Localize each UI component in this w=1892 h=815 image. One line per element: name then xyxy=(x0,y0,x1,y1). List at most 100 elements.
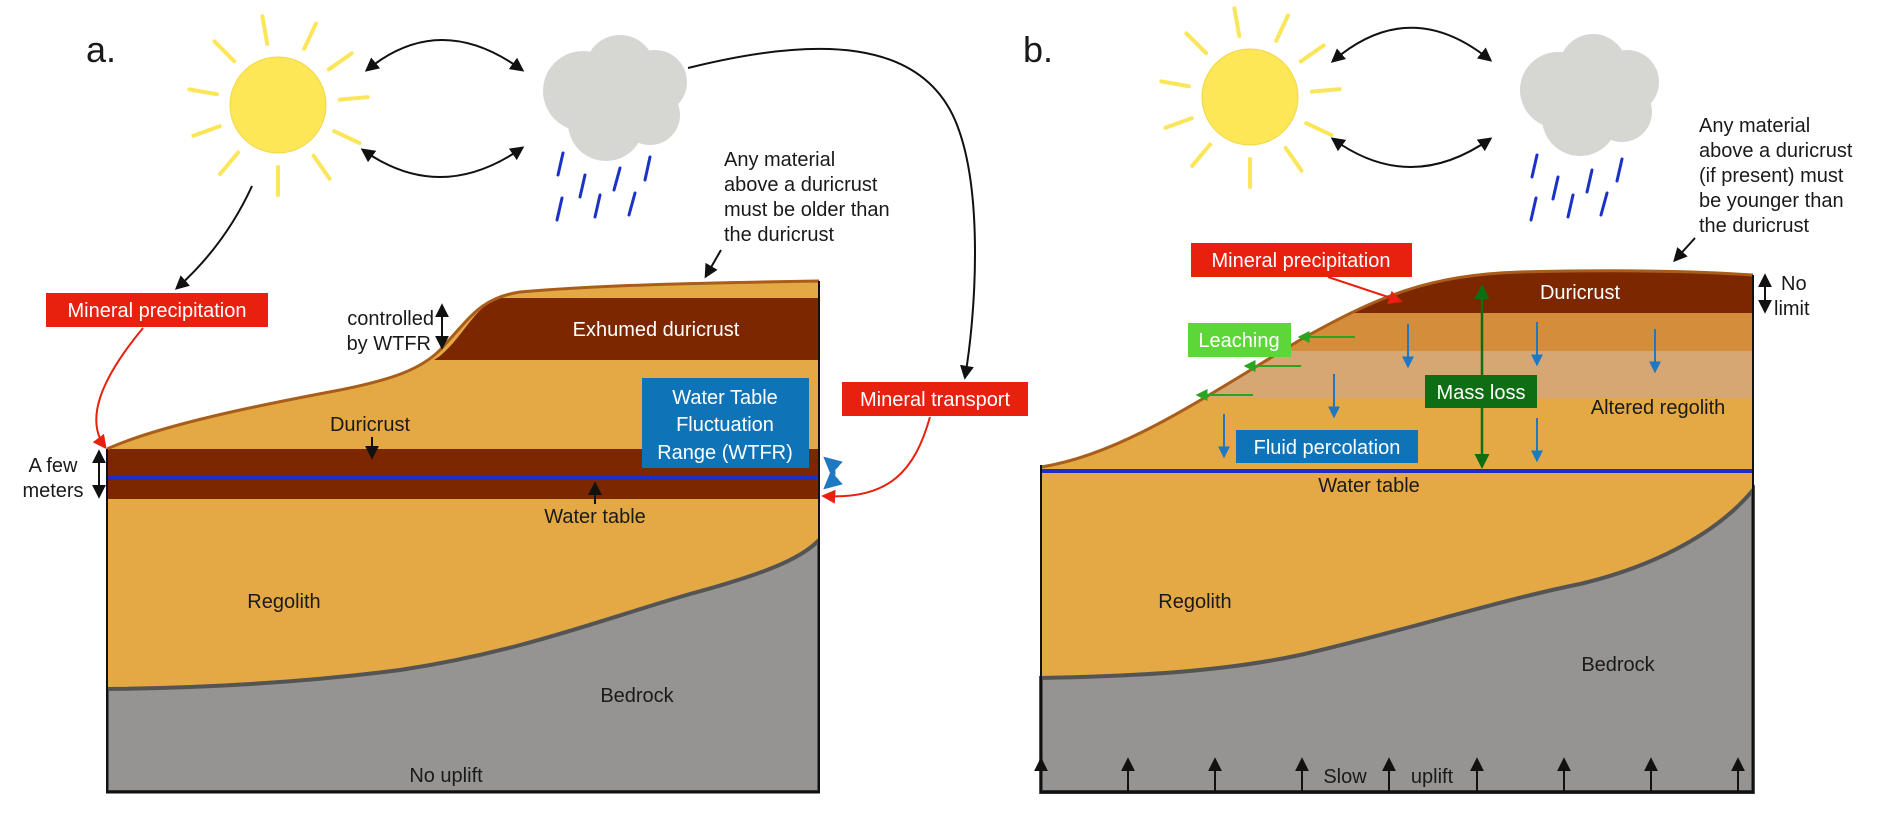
altered-regolith-leached xyxy=(1041,351,1753,398)
bedrock-label-b: Bedrock xyxy=(1581,654,1655,676)
rain-icon xyxy=(555,151,652,222)
sun-ray xyxy=(212,39,237,64)
sun-ray xyxy=(1283,145,1304,173)
wtfr-label: Water Table Fluctuation Range (WTFR) xyxy=(642,378,809,468)
sun-ray xyxy=(260,14,270,46)
precipitation-pointer-b xyxy=(1327,276,1403,305)
cycle-arrow-top-b xyxy=(1330,26,1493,63)
cycle-arrow-bottom-b xyxy=(1330,137,1493,168)
duricrust-label-a: Duricrust xyxy=(330,414,410,436)
mineral-transport-label: Mineral transport xyxy=(842,382,1028,416)
sun-ray xyxy=(1184,31,1209,56)
sun-ray xyxy=(1274,13,1291,43)
few-meters-line-1: A few xyxy=(29,455,78,477)
note-a-line-2: above a duricrust xyxy=(724,174,878,196)
percolation-arrows xyxy=(1218,322,1661,463)
mass-loss-text: Mass loss xyxy=(1437,382,1526,404)
cloud-icon xyxy=(1520,34,1659,156)
note-b-line-3: (if present) must xyxy=(1699,165,1844,187)
note-b-pointer-arrow xyxy=(1673,237,1696,263)
exhumed-duricrust-layer xyxy=(434,298,819,360)
sun-ray xyxy=(332,129,362,146)
mineral-precipitation-label-a: Mineral precipitation xyxy=(46,293,268,327)
mineral-transport-text: Mineral transport xyxy=(860,389,1011,411)
sun-ray xyxy=(187,87,219,97)
leaching-arrows xyxy=(1195,331,1355,401)
bedrock-a xyxy=(107,537,819,792)
mineral-precipitation-text-a: Mineral precipitation xyxy=(68,300,247,322)
note-a-line-4: the duricrust xyxy=(724,224,834,246)
sun-to-precipitation-arrow xyxy=(174,185,253,290)
controlled-line-1: controlled xyxy=(347,308,434,330)
note-younger-b: Any material above a duricrust (if prese… xyxy=(1699,115,1853,237)
few-meters-line-2: meters xyxy=(22,480,83,502)
sun-ray xyxy=(1190,142,1213,168)
panel-b-letter: b. xyxy=(1023,29,1053,70)
few-meters-label: A few meters xyxy=(22,455,83,502)
note-a-line-3: must be older than xyxy=(724,199,890,221)
land-surface-a xyxy=(107,279,819,451)
duricrust-label-b: Duricrust xyxy=(1540,282,1620,304)
slow-label: Slow xyxy=(1323,766,1367,788)
note-b-line-4: be younger than xyxy=(1699,190,1844,212)
water-table-label-b: Water table xyxy=(1318,475,1420,497)
note-a-pointer-arrow xyxy=(704,249,722,279)
sun-ray xyxy=(1304,121,1334,138)
leaching-text: Leaching xyxy=(1198,330,1279,352)
sun-ray xyxy=(326,51,354,72)
cycle-arrow-top xyxy=(364,39,525,72)
note-b-line-1: Any material xyxy=(1699,115,1810,137)
leaching-label: Leaching xyxy=(1188,323,1291,357)
wtfr-fluctuation-arrow xyxy=(823,456,843,490)
wtfr-line-2: Fluctuation xyxy=(676,414,774,436)
note-older-a: Any material above a duricrust must be o… xyxy=(724,149,890,246)
sun-ray xyxy=(337,95,370,102)
transport-to-duricrust-arrow xyxy=(821,416,931,504)
sun-ray xyxy=(218,150,241,176)
sun-ray xyxy=(1298,43,1326,64)
sun-ray xyxy=(311,153,332,181)
sun-ray xyxy=(191,124,222,138)
sun-disc xyxy=(229,56,327,154)
sun-ray xyxy=(1232,6,1242,38)
note-b-line-5: the duricrust xyxy=(1699,215,1809,237)
regolith-label-b: Regolith xyxy=(1158,591,1231,613)
water-table-label-a: Water table xyxy=(544,506,646,528)
controlled-by-wtfr-label: controlled by WTFR xyxy=(347,308,434,355)
panel-b: b. xyxy=(1023,6,1853,794)
altered-regolith-upper xyxy=(1041,313,1753,351)
cycle-arrow-bottom xyxy=(360,146,525,178)
sun-icon xyxy=(1159,6,1342,189)
mineral-precipitation-text-b: Mineral precipitation xyxy=(1212,250,1391,272)
exhumed-duricrust-label: Exhumed duricrust xyxy=(573,319,740,341)
no-uplift-label: No uplift xyxy=(409,765,483,787)
no-limit-line-2: limit xyxy=(1774,298,1810,320)
sun-ray xyxy=(1163,116,1194,130)
panel-a: a. xyxy=(22,14,1028,794)
sun-disc xyxy=(1201,48,1299,146)
fluid-percolation-label: Fluid percolation xyxy=(1236,430,1418,463)
note-a-line-1: Any material xyxy=(724,149,835,171)
sun-ray xyxy=(1309,87,1342,94)
rain-icon xyxy=(1529,153,1624,222)
altered-regolith-label: Altered regolith xyxy=(1591,397,1726,419)
bedrock-label-a: Bedrock xyxy=(600,685,674,707)
fluid-percolation-text: Fluid percolation xyxy=(1254,437,1401,459)
sun-ray xyxy=(1159,79,1191,89)
controlled-line-2: by WTFR xyxy=(347,333,431,355)
cloud-icon xyxy=(543,35,687,161)
note-b-line-2: above a duricrust xyxy=(1699,140,1853,162)
no-limit-line-1: No xyxy=(1781,273,1807,295)
uplift-arrows xyxy=(1034,757,1745,792)
sun-icon xyxy=(187,14,370,197)
wtfr-line-3: Range (WTFR) xyxy=(657,442,793,464)
cloud-to-transport-arrow xyxy=(687,47,976,380)
precipitation-to-duricrust-arrow xyxy=(92,327,144,450)
sun-ray xyxy=(302,21,319,51)
mass-loss-label: Mass loss xyxy=(1425,375,1537,408)
panel-a-letter: a. xyxy=(86,29,116,70)
mineral-precipitation-label-b: Mineral precipitation xyxy=(1191,243,1412,277)
no-limit-label: No limit xyxy=(1774,273,1810,320)
regolith-label-a: Regolith xyxy=(247,591,320,613)
